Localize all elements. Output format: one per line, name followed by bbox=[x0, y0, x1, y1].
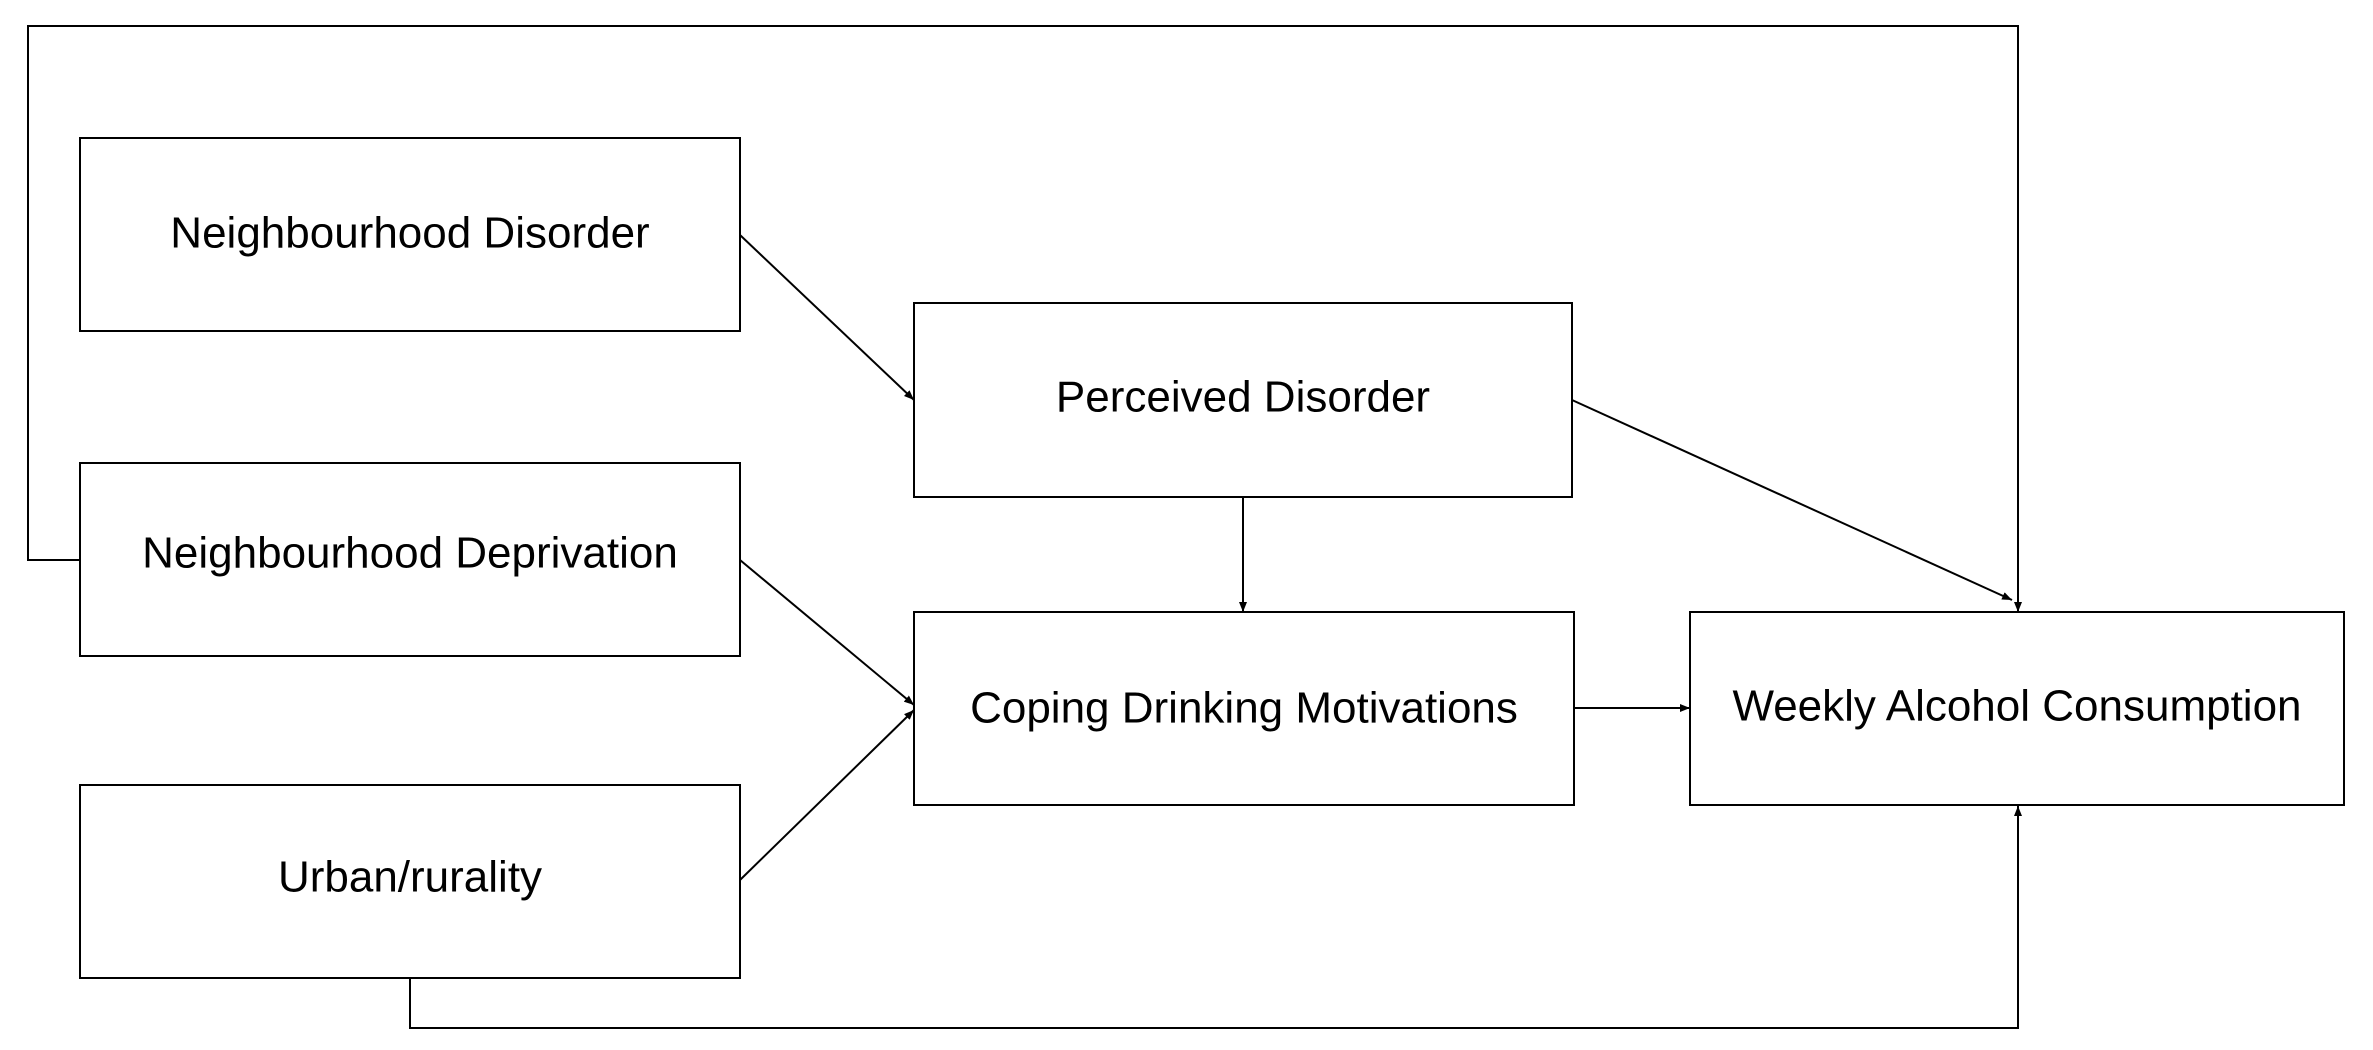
arrow-perceived-disorder-to-weekly-alcohol-consumption bbox=[1571, 399, 2013, 601]
node-coping-drinking-motivations: Coping Drinking Motivations bbox=[913, 611, 1575, 806]
node-neighbourhood-deprivation: Neighbourhood Deprivation bbox=[79, 462, 741, 657]
arrow-neighbourhood-disorder-to-perceived-disorder bbox=[739, 234, 915, 401]
arrow-urban-rurality-to-weekly-alcohol-consumption bbox=[409, 806, 2022, 1029]
node-urban-rurality: Urban/rurality bbox=[79, 784, 741, 979]
node-neighbourhood-disorder: Neighbourhood Disorder bbox=[79, 137, 741, 332]
node-neighbourhood-disorder-label: Neighbourhood Disorder bbox=[170, 209, 649, 258]
node-weekly-alcohol-consumption-label: Weekly Alcohol Consumption bbox=[1732, 682, 2301, 731]
node-perceived-disorder: Perceived Disorder bbox=[913, 302, 1573, 498]
arrow-neighbourhood-deprivation-to-coping-drinking-motivations bbox=[739, 559, 915, 706]
arrow-urban-rurality-to-coping-drinking-motivations bbox=[739, 709, 915, 881]
node-perceived-disorder-label: Perceived Disorder bbox=[1056, 373, 1430, 422]
node-urban-rurality-label: Urban/rurality bbox=[278, 853, 542, 902]
node-neighbourhood-deprivation-label: Neighbourhood Deprivation bbox=[142, 529, 678, 578]
node-coping-drinking-motivations-label: Coping Drinking Motivations bbox=[970, 684, 1518, 733]
arrow-neighbourhood-deprivation-to-weekly-alcohol-consumption bbox=[27, 25, 2022, 612]
node-weekly-alcohol-consumption: Weekly Alcohol Consumption bbox=[1689, 611, 2345, 806]
